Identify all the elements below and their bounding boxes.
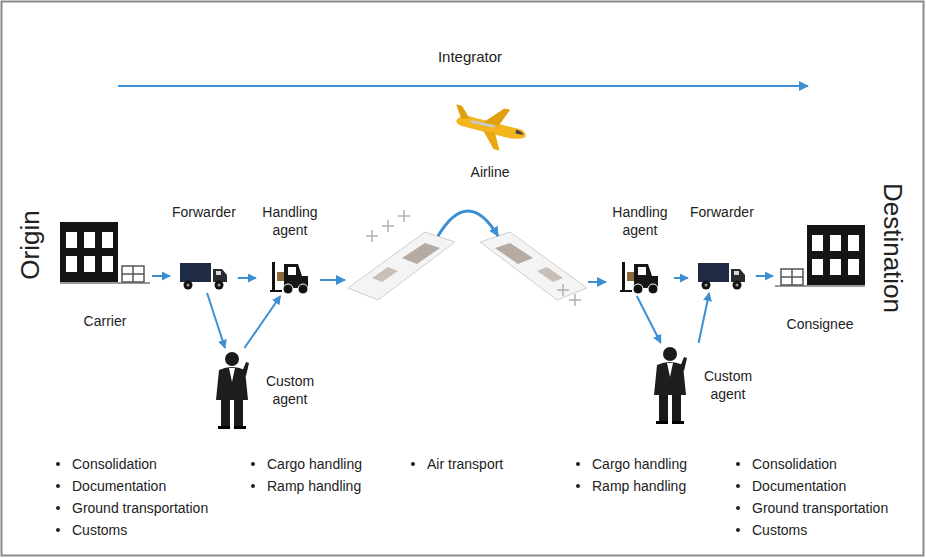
origin-airport <box>348 210 455 300</box>
person-icon <box>212 350 252 430</box>
flow-arrow <box>152 275 170 277</box>
actor-label: Custom agent <box>698 367 758 403</box>
actor-label: Consignee <box>787 315 854 333</box>
actor-node: Handling agent <box>608 203 672 294</box>
person-icon <box>650 345 690 425</box>
destination-airport <box>480 232 587 306</box>
flow-arrow <box>756 275 773 277</box>
flow-arrow <box>207 293 225 348</box>
actor-label: Handling agent <box>258 203 322 239</box>
actor-label: Forwarder <box>172 203 236 221</box>
forklift-icon <box>270 262 310 294</box>
bullet-item: Customs <box>730 521 807 539</box>
integrator-arrow <box>118 85 808 87</box>
actor-node: Forwarder <box>690 203 754 291</box>
bullet-item: Cargo handling <box>570 455 687 473</box>
cargo-plane <box>449 99 531 156</box>
band-label: Integrator <box>438 47 502 67</box>
actor-node: Consignee <box>775 225 865 333</box>
bullet-item: Ramp handling <box>570 477 686 495</box>
to-airport-arrow <box>320 279 345 281</box>
bullet-item: Documentation <box>50 477 166 495</box>
bullet-item: Ground transportation <box>730 499 888 517</box>
flow-arrow <box>637 296 661 343</box>
bullet-item: Consolidation <box>50 455 157 473</box>
bullet-item: Documentation <box>730 477 846 495</box>
bullet-item: Consolidation <box>730 455 837 473</box>
bullet-item: Ramp handling <box>245 477 361 495</box>
flow-arrow <box>244 296 280 348</box>
air-route-arrow <box>438 211 498 236</box>
bullet-item: Air transport <box>405 455 503 473</box>
actor-label: Handling agent <box>608 203 672 239</box>
side-label: Origin <box>13 210 47 279</box>
actor-node: Forwarder <box>172 203 236 291</box>
bullet-item: Ground transportation <box>50 499 208 517</box>
actor-label: Forwarder <box>690 203 754 221</box>
side-label: Destination <box>876 183 910 313</box>
from-airport-arrow <box>588 281 606 283</box>
actor-node: Custom agent <box>212 350 320 430</box>
truck-icon <box>180 261 228 291</box>
flow-arrow <box>699 293 710 343</box>
building-icon <box>775 225 865 287</box>
forklift-icon <box>620 262 660 294</box>
actor-node: Handling agent <box>258 203 322 294</box>
flow-arrow <box>238 277 256 279</box>
bullet-item: Cargo handling <box>245 455 362 473</box>
building-icon <box>60 222 150 284</box>
carrier-label: Airline <box>471 163 510 181</box>
flow-arrow <box>674 277 688 279</box>
truck-icon <box>698 261 746 291</box>
actor-label: Carrier <box>84 312 127 330</box>
actor-node: Custom agent <box>650 345 758 425</box>
actor-node: Carrier <box>60 222 150 330</box>
actor-label: Custom agent <box>260 372 320 408</box>
bullet-item: Customs <box>50 521 127 539</box>
